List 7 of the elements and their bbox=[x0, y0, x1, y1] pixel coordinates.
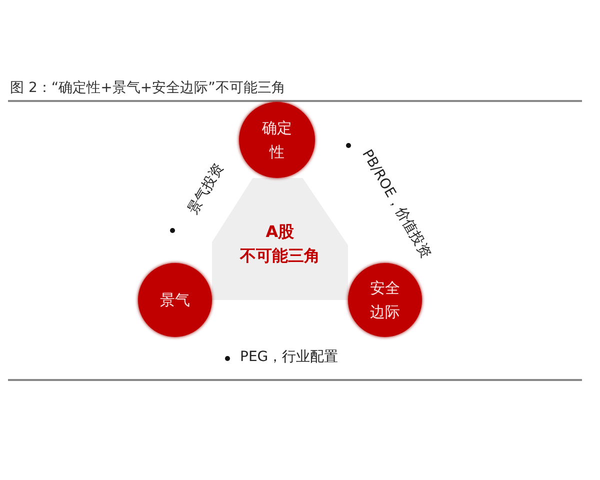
side-label: 景气投资 bbox=[184, 160, 228, 218]
circle-node: 安全边际 bbox=[348, 263, 422, 337]
circle-node: 确定性 bbox=[239, 102, 315, 178]
side-label: PEG，行业配置 bbox=[240, 348, 338, 366]
figure-title: 图 2：“确定性+景气+安全边际”不可能三角 bbox=[10, 79, 286, 97]
circle-node: 景气 bbox=[138, 263, 212, 337]
center-text: A股 不可能三角 bbox=[238, 221, 321, 267]
